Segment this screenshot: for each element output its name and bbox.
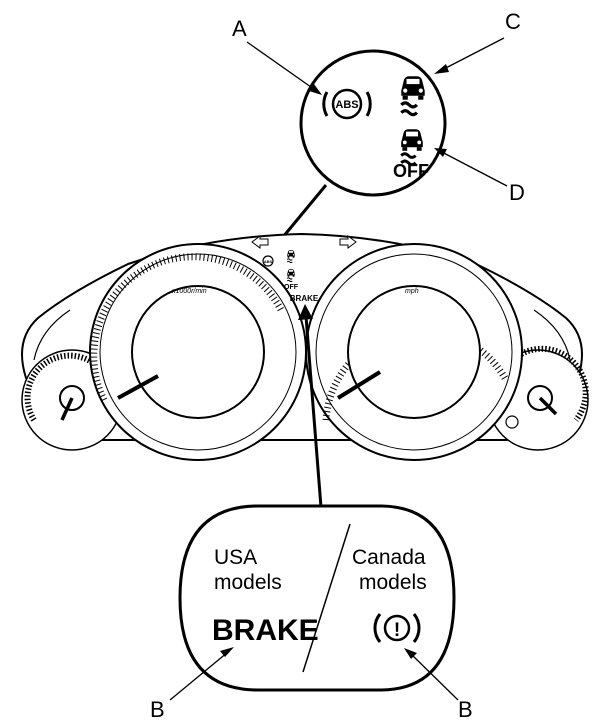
cluster-vsa-off-label: OFF — [284, 284, 299, 291]
divider — [302, 523, 351, 673]
cluster-abs-indicator-icon: ABS — [262, 255, 274, 267]
callout-c-leader — [434, 37, 505, 74]
cluster-brake-indicator: BRAKE — [290, 294, 319, 303]
top-zoom-circle: ABS OFF — [299, 49, 447, 197]
usa-brake-indicator: BRAKE — [212, 614, 319, 647]
vsa-off-label: OFF — [393, 161, 429, 181]
left-turn-signal-icon — [251, 235, 269, 249]
callout-a-label: A — [232, 16, 247, 41]
canada-brake-symbol: ! — [394, 620, 400, 641]
bottom-zoom-callout: USA models Canada models BRAKE ! — [178, 504, 456, 692]
canada-models-line1: Canada — [352, 546, 426, 569]
instrument-cluster: x1000r/min mph ABS OFF BRAKE — [21, 232, 589, 461]
canada-models-line2: models — [359, 571, 427, 594]
speed-unit-label: mph — [405, 288, 419, 295]
right-turn-signal-icon — [339, 235, 357, 249]
callout-b-right-leader — [404, 648, 459, 701]
cluster-abs-label: ABS — [264, 259, 273, 264]
abs-label: ABS — [335, 99, 358, 111]
speedometer: mph — [305, 243, 523, 461]
callout-b-left-label: B — [150, 697, 165, 722]
callout-a-leader — [246, 41, 322, 95]
tachometer: x1000r/min — [89, 243, 307, 461]
callout-b-left-leader — [169, 647, 234, 701]
usa-models-line2: models — [214, 571, 282, 594]
tach-unit-label: x1000r/min — [171, 288, 207, 295]
callout-d-leader — [434, 148, 508, 187]
abs-indicator-icon: ABS — [322, 88, 372, 120]
callout-b-right-label: B — [458, 697, 473, 722]
callout-d-label: D — [509, 180, 525, 205]
callout-c-label: C — [505, 9, 521, 34]
bottom-zoom-arrow — [298, 304, 324, 521]
canada-brake-indicator-icon: ! — [373, 613, 421, 643]
usa-models-line1: USA — [214, 546, 257, 569]
